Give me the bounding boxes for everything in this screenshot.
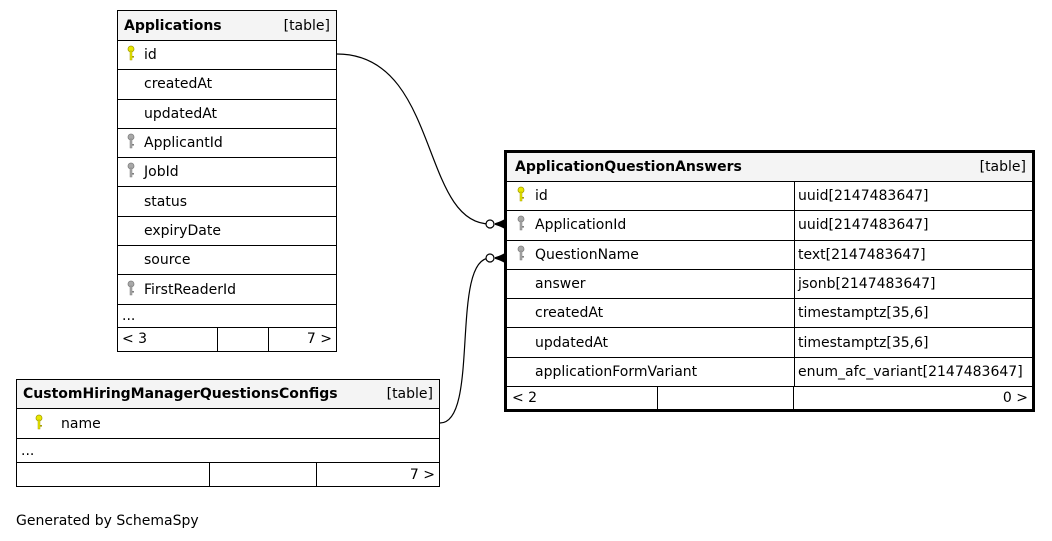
table-footer: < 2 0 > [507, 387, 1032, 410]
column-row[interactable]: answer jsonb[2147483647] [507, 269, 1032, 300]
column-row[interactable]: id uuid[2147483647] [507, 182, 1032, 212]
column-name: JobId [144, 164, 179, 181]
column-name: id [144, 47, 157, 64]
table-kind: [table] [283, 17, 330, 34]
parents-count [17, 463, 210, 486]
column-name: QuestionName [535, 246, 639, 263]
column-row[interactable]: ApplicantId [118, 129, 336, 159]
column-name: expiryDate [144, 222, 221, 239]
table-kind: [table] [979, 159, 1026, 175]
foreign-key-icon [118, 133, 144, 153]
footer-spacer [218, 327, 269, 351]
column-type: text[2147483647] [798, 246, 926, 263]
column-name: ApplicationId [535, 217, 627, 234]
column-name: createdAt [535, 305, 604, 322]
primary-key-icon [118, 45, 144, 65]
more-columns: ... [118, 305, 336, 328]
children-count: 7 > [306, 331, 332, 348]
column-row[interactable]: ApplicationId uuid[2147483647] [507, 211, 1032, 241]
foreign-key-icon [118, 162, 144, 182]
column-row[interactable]: status [118, 187, 336, 217]
column-row[interactable]: expiryDate [118, 217, 336, 247]
table-header: CustomHiringManagerQuestionsConfigs [tab… [17, 380, 439, 409]
application-question-answers-table[interactable]: ApplicationQuestionAnswers [table] id uui… [504, 150, 1035, 413]
footer-spacer [658, 387, 794, 410]
column-type: uuid[2147483647] [798, 188, 929, 205]
custom-hiring-manager-questions-configs-table[interactable]: CustomHiringManagerQuestionsConfigs [tab… [16, 379, 440, 487]
foreign-key-icon [507, 215, 535, 235]
zero-cardinality-marker [485, 219, 495, 229]
column-type: uuid[2147483647] [798, 217, 929, 234]
column-name: updatedAt [535, 334, 609, 351]
column-name: answer [535, 276, 586, 293]
relationship-applications-answers [336, 53, 491, 225]
column-row[interactable]: createdAt [118, 70, 336, 100]
table-name: CustomHiringManagerQuestionsConfigs [23, 386, 338, 402]
applications-table[interactable]: Applications [table] id createdAt updatedA… [117, 10, 337, 352]
column-name: ApplicantId [144, 135, 223, 152]
table-kind: [table] [386, 386, 433, 402]
column-type: jsonb[2147483647] [798, 276, 936, 293]
table-footer: 7 > [17, 463, 439, 486]
table-name: Applications [124, 17, 222, 34]
children-count: 7 > [409, 466, 435, 483]
more-columns: ... [17, 439, 439, 463]
table-name: ApplicationQuestionAnswers [515, 159, 742, 175]
foreign-key-icon [118, 280, 144, 300]
column-row[interactable]: updatedAt timestamptz[35,6] [507, 328, 1032, 358]
primary-key-icon [507, 186, 535, 206]
column-type: enum_afc_variant[2147483647] [798, 363, 1023, 380]
column-row[interactable]: createdAt timestamptz[35,6] [507, 299, 1032, 329]
column-name: updatedAt [144, 105, 218, 122]
column-name: createdAt [144, 76, 213, 93]
parents-count: < 2 [507, 387, 658, 410]
generated-by-label: Generated by SchemaSpy [16, 513, 199, 529]
column-name: source [144, 252, 191, 269]
table-header: Applications [table] [118, 11, 336, 41]
column-row[interactable]: updatedAt [118, 100, 336, 129]
column-name: id [535, 188, 548, 205]
table-header: ApplicationQuestionAnswers [table] [507, 153, 1032, 182]
column-row[interactable]: FirstReaderId [118, 275, 336, 305]
column-row[interactable]: source [118, 246, 336, 276]
table-footer: < 3 7 > [118, 327, 336, 351]
column-name: status [144, 193, 188, 210]
column-name: name [61, 415, 101, 432]
relationship-configs-answers [439, 257, 491, 424]
column-row[interactable]: QuestionName text[2147483647] [507, 240, 1032, 270]
column-row[interactable]: id [118, 41, 336, 71]
column-row[interactable]: name [17, 409, 439, 439]
footer-spacer [210, 463, 317, 486]
parents-count: < 3 [118, 327, 218, 351]
column-row[interactable]: applicationFormVariant enum_afc_variant[2… [507, 357, 1032, 388]
column-type: timestamptz[35,6] [798, 305, 929, 322]
zero-cardinality-marker [485, 253, 495, 263]
children-count: 0 > [1002, 390, 1028, 407]
column-name: FirstReaderId [144, 281, 237, 298]
column-type: timestamptz[35,6] [798, 334, 929, 351]
foreign-key-icon [507, 245, 535, 265]
column-name: applicationFormVariant [535, 363, 698, 380]
primary-key-icon [17, 414, 61, 434]
column-row[interactable]: JobId [118, 158, 336, 188]
